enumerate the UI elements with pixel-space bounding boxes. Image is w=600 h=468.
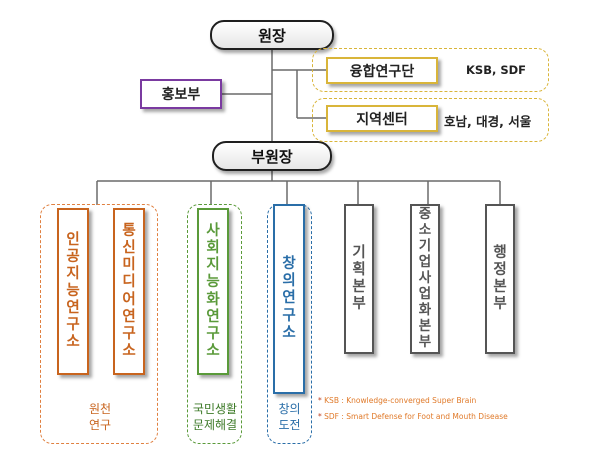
- column-comm-char: 소: [122, 342, 136, 359]
- convergence-node: 융합연구단: [326, 57, 438, 84]
- social-group: [187, 204, 242, 444]
- column-planning-char: 부: [352, 296, 366, 313]
- column-social-char: 사: [206, 223, 220, 240]
- column-creative-char: 의: [282, 273, 296, 290]
- column-planning-char: 본: [352, 279, 366, 295]
- column-sme-char: 본: [418, 317, 432, 334]
- column-sme-char: 업: [418, 254, 432, 271]
- director-node: 원장: [210, 20, 334, 50]
- column-sme-char: 사: [418, 270, 432, 287]
- creative-group-label: 창의 도전: [278, 402, 301, 432]
- footnote-sdf-mark: *: [318, 412, 322, 421]
- convergence-detail: KSB, SDF: [466, 63, 527, 77]
- column-sme-char: 중: [418, 206, 432, 223]
- column-ai-char: 구: [66, 317, 80, 334]
- column-admin-char: 행: [493, 244, 507, 261]
- column-sme-char: 업: [418, 285, 432, 302]
- footnote-sdf-text: SDF : Smart Defense for Foot and Mouth D…: [324, 412, 508, 421]
- column-ai-char: 소: [66, 334, 80, 351]
- pr-department-node: 홍보부: [140, 79, 222, 109]
- column-social-char: 지: [206, 257, 220, 274]
- column-social-char: 화: [206, 291, 220, 308]
- column-comm-char: 구: [122, 325, 136, 342]
- convergence-label: 융합연구단: [349, 63, 415, 80]
- regional-group: [312, 98, 549, 142]
- column-comm-char: 신: [122, 240, 136, 257]
- column-ai-char: 공: [66, 248, 80, 265]
- column-creative-char: 연: [282, 290, 296, 307]
- column-comm-char: 디: [122, 274, 136, 291]
- footnote-ksb-text: KSB : Knowledge-converged Super Brain: [324, 396, 477, 405]
- column-social-char: 소: [206, 342, 220, 359]
- column-ai-char: 연: [66, 300, 80, 317]
- origin-group-label: 원천 연구: [88, 402, 112, 432]
- social-group-label: 국민생활 문제해결: [192, 402, 238, 432]
- regional-label: 지역센터: [356, 111, 408, 128]
- column-sme-char: 기: [418, 238, 432, 255]
- director-label: 원장: [258, 26, 286, 45]
- column-comm-char: 통: [122, 223, 136, 240]
- footnote-sdf: * SDF : Smart Defense for Foot and Mouth…: [318, 412, 508, 421]
- column-planning-char: 획: [352, 261, 366, 278]
- regional-detail: 호남, 대경, 서울: [444, 114, 532, 129]
- column-social-char: 능: [206, 274, 220, 291]
- column-social-char: 회: [206, 240, 220, 257]
- column-ai-char: 인: [66, 231, 80, 248]
- column-social-char: 구: [206, 325, 220, 342]
- column-creative-char: 구: [282, 307, 296, 324]
- origin-research-group: [40, 204, 158, 444]
- deputy-director-label: 부원장: [251, 147, 293, 166]
- column-comm-char: 미: [122, 257, 136, 274]
- column-sme-char: 소: [418, 222, 432, 239]
- column-sme-char: 화: [418, 301, 432, 318]
- column-admin-char: 정: [493, 261, 507, 278]
- regional-node: 지역센터: [326, 105, 438, 132]
- column-planning-char: 기: [352, 244, 366, 261]
- column-creative-char: 소: [282, 324, 296, 341]
- column-creative-char: 창: [282, 256, 296, 273]
- column-admin-char: 부: [493, 296, 507, 313]
- column-admin-char: 본: [493, 279, 507, 295]
- column-social-char: 연: [206, 308, 220, 325]
- pr-department-label: 홍보부: [161, 87, 201, 103]
- column-sme-char: 부: [418, 333, 432, 350]
- convergence-group: [312, 48, 549, 92]
- column-comm-char: 연: [122, 308, 136, 325]
- column-ai-char: 지: [66, 265, 80, 282]
- footnote-ksb-mark: *: [318, 396, 322, 405]
- column-comm-char: 어: [122, 291, 136, 308]
- footnote-ksb: * KSB : Knowledge-converged Super Brain: [318, 396, 476, 405]
- column-ai-char: 능: [66, 282, 80, 299]
- deputy-director-node: 부원장: [212, 141, 332, 171]
